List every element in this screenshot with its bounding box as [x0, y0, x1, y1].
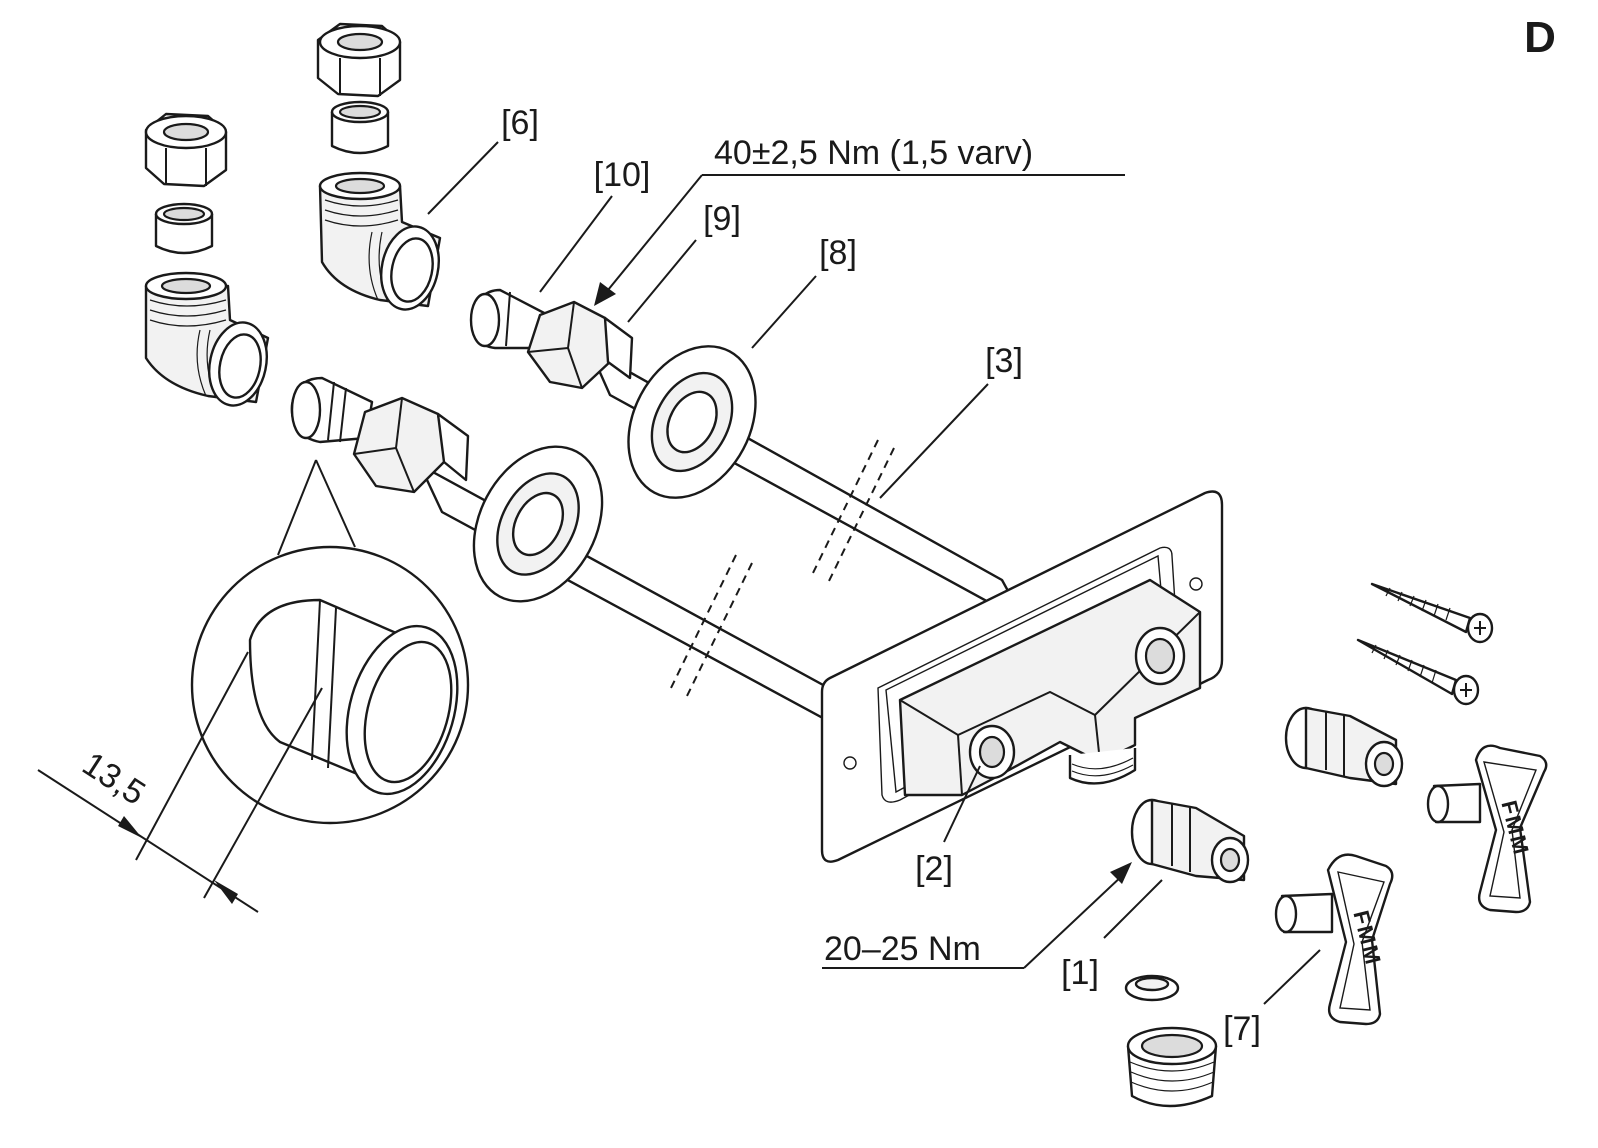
torque-label-connector: 20–25 Nm [824, 930, 981, 968]
rosette-upper [627, 345, 757, 499]
label-part-10: [10] [594, 156, 651, 194]
compression-nut-left [144, 112, 228, 188]
insert-nut-upper [469, 288, 634, 390]
washer [1124, 974, 1180, 1002]
screw-lower [1356, 638, 1480, 706]
insert-nut-lower [290, 376, 470, 494]
screw-upper [1370, 582, 1494, 644]
label-part-2: [2] [915, 850, 953, 888]
olive-ring-upper [330, 100, 390, 155]
compression-nut-upper [316, 22, 402, 98]
threaded-sleeve [1126, 1026, 1218, 1108]
label-part-7: [7] [1223, 1010, 1261, 1048]
pipe-break-marks [669, 439, 895, 699]
elbow-left [144, 271, 270, 407]
sheet-letter: D [1524, 13, 1556, 62]
leader-lines [427, 141, 1321, 1005]
label-part-9: [9] [703, 200, 741, 238]
elbow-upper [318, 171, 442, 311]
torque-label-nut: 40±2,5 Nm (1,5 varv) [714, 134, 1033, 172]
detail-callout [190, 459, 470, 825]
valve-key-right: FMM [1426, 744, 1548, 914]
label-part-6: [6] [501, 104, 539, 142]
valve-body [898, 578, 1202, 797]
olive-ring-left [154, 202, 214, 255]
rosette-lower [472, 445, 604, 603]
connector-plug-lower [1130, 798, 1250, 884]
valve-key-left: FMM [1274, 853, 1394, 1026]
label-part-1: [1] [1061, 954, 1099, 992]
label-part-3: [3] [985, 342, 1023, 380]
label-part-8: [8] [819, 234, 857, 272]
connector-plug-upper [1284, 706, 1404, 788]
